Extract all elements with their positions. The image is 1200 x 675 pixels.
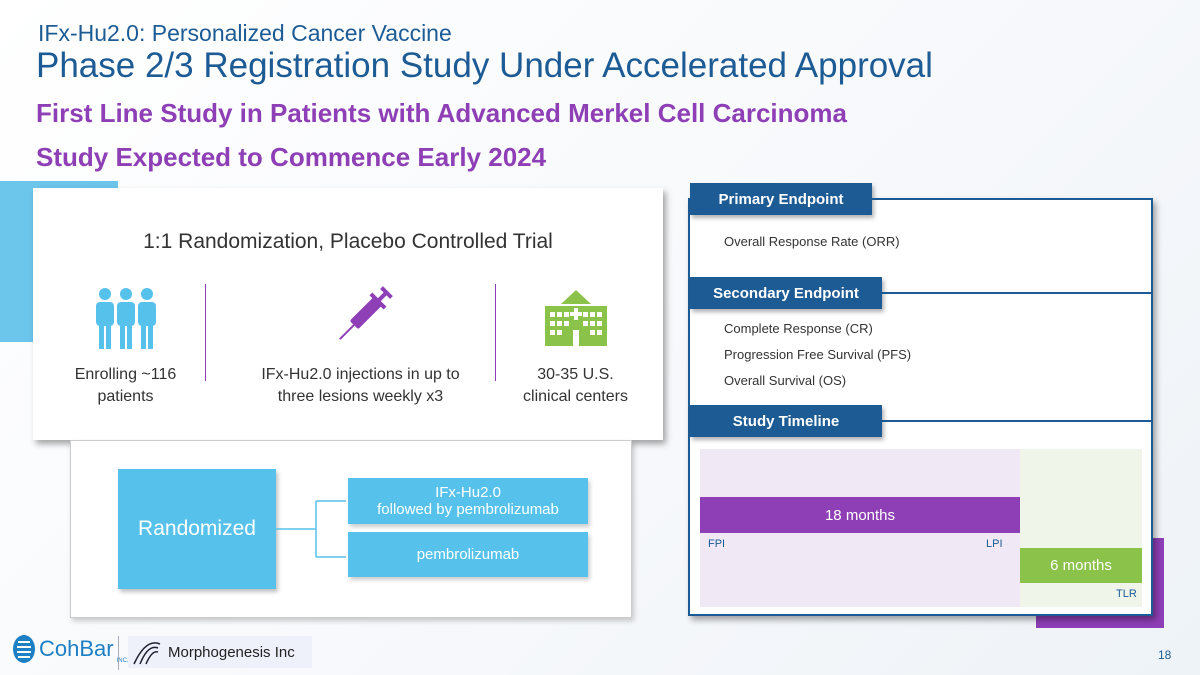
morphogenesis-logo-icon bbox=[133, 642, 161, 665]
subtitle-study: First Line Study in Patients with Advanc… bbox=[36, 98, 848, 128]
hospital-icon bbox=[508, 278, 643, 358]
cohbar-logo-icon bbox=[13, 635, 35, 663]
centers-text-1: 30-35 U.S. bbox=[537, 366, 614, 383]
secondary-endpoint-item: Overall Survival (OS) bbox=[724, 373, 847, 388]
centers-column: 30-35 U.S. clinical centers bbox=[508, 278, 643, 408]
trial-title: 1:1 Randomization, Placebo Controlled Tr… bbox=[143, 230, 553, 253]
branch-connector bbox=[276, 500, 346, 558]
injection-column: IFx-Hu2.0 injections in up to three lesi… bbox=[218, 278, 503, 408]
morphogenesis-logo: Morphogenesis Inc bbox=[128, 636, 312, 668]
cohbar-logo-inc: INC. bbox=[116, 658, 129, 664]
arm1-line1: IFx-Hu2.0 bbox=[435, 484, 501, 501]
randomized-box: Randomized bbox=[118, 469, 276, 589]
secondary-endpoint-item: Progression Free Survival (PFS) bbox=[724, 347, 912, 362]
header-rule bbox=[882, 292, 1153, 294]
header-rule bbox=[882, 420, 1153, 422]
enrollment-text-1: Enrolling ~116 bbox=[74, 366, 177, 383]
timeline-bar-18-months: 18 months bbox=[700, 497, 1020, 533]
people-icon bbox=[53, 278, 198, 358]
secondary-endpoint-item: Complete Response (CR) bbox=[724, 321, 873, 336]
centers-text-2: clinical centers bbox=[523, 388, 628, 405]
secondary-endpoint-header: Secondary Endpoint bbox=[690, 277, 882, 309]
arm-ifx-hu2: IFx-Hu2.0 followed by pembrolizumab bbox=[348, 478, 588, 524]
cohbar-logo-text: CohBar bbox=[39, 636, 114, 661]
subtitle-commence: Study Expected to Commence Early 2024 bbox=[36, 142, 547, 172]
randomization-diagram: Randomized IFx-Hu2.0 followed by pembrol… bbox=[70, 440, 632, 618]
syringe-icon bbox=[218, 278, 503, 358]
arm2-label: pembrolizumab bbox=[416, 546, 520, 563]
header-rule bbox=[870, 198, 1153, 200]
injection-text-2: three lesions weekly x3 bbox=[277, 388, 444, 405]
tlr-label: TLR bbox=[1116, 588, 1137, 600]
trial-summary-card: 1:1 Randomization, Placebo Controlled Tr… bbox=[33, 188, 663, 440]
timeline-followup-bg bbox=[1020, 449, 1142, 607]
arm1-line2: followed by pembrolizumab bbox=[377, 501, 559, 518]
injection-text-1: IFx-Hu2.0 injections in up to bbox=[261, 366, 460, 383]
timeline-bar-6-months: 6 months bbox=[1020, 548, 1142, 583]
column-divider bbox=[495, 284, 496, 381]
primary-endpoint-header: Primary Endpoint bbox=[690, 183, 872, 215]
column-divider bbox=[205, 284, 206, 381]
logo-divider bbox=[118, 636, 119, 670]
page-title: Phase 2/3 Registration Study Under Accel… bbox=[36, 46, 933, 85]
cohbar-logo: CohBar INC. bbox=[12, 634, 129, 664]
enrollment-column: Enrolling ~116 patients bbox=[53, 278, 198, 408]
study-timeline-header: Study Timeline bbox=[690, 405, 882, 437]
fpi-label: FPI bbox=[708, 538, 726, 550]
kicker-title: IFx-Hu2.0: Personalized Cancer Vaccine bbox=[38, 20, 452, 46]
arm-pembrolizumab: pembrolizumab bbox=[348, 532, 588, 577]
lpi-label: LPI bbox=[986, 538, 1003, 550]
enrollment-text-2: patients bbox=[97, 388, 154, 405]
morphogenesis-logo-text: Morphogenesis Inc bbox=[168, 643, 295, 661]
primary-endpoint-item: Overall Response Rate (ORR) bbox=[724, 234, 900, 249]
page-number: 18 bbox=[1158, 648, 1172, 662]
